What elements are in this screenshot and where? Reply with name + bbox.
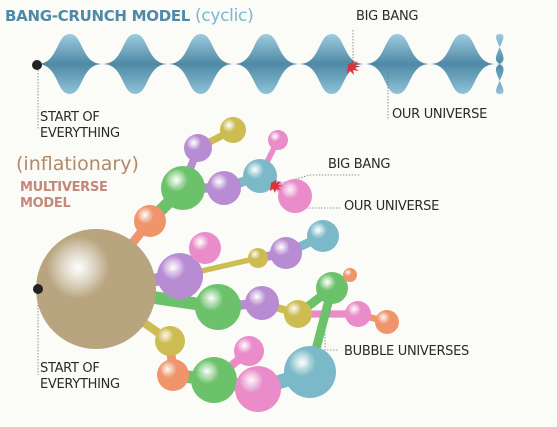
cycle-lobe: [37, 34, 103, 94]
bubble-universe: [316, 272, 348, 304]
bubble-universe: [155, 326, 185, 356]
bubble-universe: [157, 253, 203, 299]
cycle-lobe: [233, 34, 299, 94]
bubble-universe: [343, 268, 357, 282]
bubble-universe: [307, 220, 339, 252]
cycle-lobe: [364, 34, 430, 94]
bubbles: [36, 117, 399, 412]
bubble-universe: [284, 300, 312, 328]
multiverse-start-label: START OF EVERYTHING: [40, 361, 120, 392]
bubble-universe: [278, 179, 312, 213]
multiverse-big-bang-label: BIG BANG: [328, 157, 391, 172]
bubble-universe: [234, 336, 264, 366]
cyclic-model-subtitle: (cyclic): [194, 6, 254, 26]
bubble-universe: [248, 248, 268, 268]
cyclic-start-dot: [32, 60, 42, 70]
bubble-universe: [375, 310, 399, 334]
bubble-universe: [345, 301, 371, 327]
multiverse-bubble-tree: [36, 117, 399, 412]
multiverse-start-dot: [33, 284, 43, 294]
cycle-lobe: [168, 34, 234, 94]
multiverse-title: MULTIVERSE MODEL: [20, 180, 108, 211]
cycle-lobe: [299, 34, 365, 94]
root-universe-bubble: [36, 229, 156, 349]
multiverse-our-universe-label: OUR UNIVERSE: [344, 199, 439, 214]
cyclic-big-bang-label: BIG BANG: [356, 9, 419, 24]
cycle-lobe: [495, 34, 504, 94]
bubble-universe: [191, 357, 237, 403]
bubble-universe: [134, 205, 166, 237]
bubble-universe: [243, 159, 277, 193]
cyclic-model-title: BANG-CRUNCH MODEL (cyclic): [5, 6, 254, 26]
bubble-universe: [189, 232, 221, 264]
bubble-universe: [184, 134, 212, 162]
cyclic-universe-wave: [37, 34, 504, 94]
bubble-universe: [245, 286, 279, 320]
cyclic-our-universe-label: OUR UNIVERSE: [392, 107, 487, 122]
bubble-universe: [268, 130, 288, 150]
cycle-lobe: [430, 34, 496, 94]
bubble-universe: [235, 366, 281, 412]
bubble-universe: [207, 171, 241, 205]
cyclic-start-label: START OF EVERYTHING: [40, 110, 120, 141]
multiverse-qualifier: (inflationary): [16, 153, 139, 175]
bubble-universes-label: BUBBLE UNIVERSES: [344, 344, 469, 359]
bubble-universe: [270, 237, 302, 269]
bubble-universe: [157, 359, 189, 391]
big-bang-spark-marks: [270, 61, 361, 193]
bubble-universe: [220, 117, 246, 143]
bubble-universe: [161, 166, 205, 210]
cycle-lobe: [102, 34, 168, 94]
bubble-universe: [195, 284, 241, 330]
bubble-universe: [284, 346, 336, 398]
